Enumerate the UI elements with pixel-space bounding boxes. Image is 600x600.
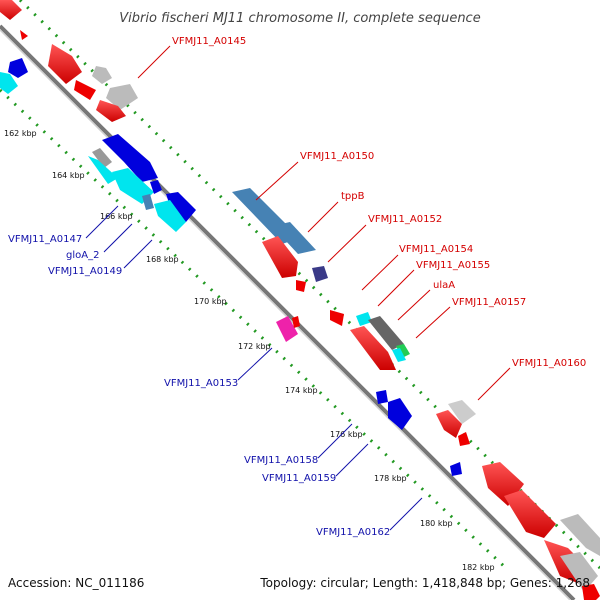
gene-gray-2 [106,84,138,110]
label-a0159: VFMJ11_A0159 [262,473,336,484]
gene-gray-a0160 [448,400,476,424]
gene-cyan-a0149 [154,200,186,232]
gene-darkgray-a0155 [368,316,404,350]
label-tppb: tppB [341,191,365,202]
tick-168: 168 kbp [146,255,179,264]
tick-166: 166 kbp [100,212,133,221]
gene-blue-a0162 [450,462,462,476]
leader-a0149 [123,239,153,269]
label-ulaa: ulaA [433,280,455,291]
gene-navy-a0152 [312,266,328,282]
gene-red-a0153c [292,316,300,328]
gene-gray-a0164 [560,514,600,556]
gene-red-a0145 [48,44,82,84]
leader-ulaa [397,289,431,321]
backbone-inner [0,29,571,600]
leader-a0147 [85,205,119,239]
gene-cyan-gloa [112,168,154,204]
inner-dotted-track [0,88,510,572]
label-gloa: gloA_2 [66,250,99,261]
gene-red-a0146 [96,100,126,122]
gene-blue-a0147 [102,134,158,182]
gene-gray-a0166 [560,552,598,592]
map-title: Vibrio fischeri MJ11 chromosome II, comp… [119,11,480,26]
inner-strand-features [0,58,462,476]
leader-gloa [103,223,133,253]
label-a0154: VFMJ11_A0154 [399,244,473,255]
tick-172: 172 kbp [238,342,271,351]
gene-cyan-a0144b [0,72,18,94]
label-a0147: VFMJ11_A0147 [8,234,82,245]
leader-lines [85,45,511,531]
gene-red-a0167 [582,584,600,600]
gene-red-a0160b [458,432,470,446]
leader-a0158 [317,423,353,459]
leader-a0159 [335,443,369,477]
leader-a0145 [137,45,171,79]
accession-text: Accession: NC_011186 [8,576,144,590]
gene-red-a0159b [436,410,462,438]
label-a0155: VFMJ11_A0155 [416,260,490,271]
gene-blue-a0159 [388,398,412,430]
gene-pink-a0153 [276,316,298,342]
leader-a0154 [361,254,399,291]
label-a0150: VFMJ11_A0150 [300,151,374,162]
gene-blue-a0144 [8,58,28,78]
gene-blue-gloa [150,180,162,194]
gene-red-topleft [0,0,22,20]
kbp-ticks: 162 kbp 164 kbp 166 kbp 168 kbp 170 kbp … [4,129,495,572]
gene-blue-a0158 [376,390,388,404]
summary-text: Topology: circular; Length: 1,418,848 bp… [259,576,590,590]
leader-tppb [307,201,339,233]
outer-labels: VFMJ11_A0145 VFMJ11_A0150 tppB VFMJ11_A0… [172,36,586,369]
label-a0152: VFMJ11_A0152 [368,214,442,225]
backbone-outer [0,24,576,600]
gene-steelblue-tppb [272,222,316,254]
gene-red-a0145b [74,80,96,100]
tick-174: 174 kbp [285,386,318,395]
label-a0158: VFMJ11_A0158 [244,455,318,466]
gene-green-ulaa [396,344,410,358]
tick-176: 176 kbp [330,430,363,439]
gene-red-small [20,30,28,40]
gene-red-a0154b [350,326,396,370]
leader-a0152 [327,224,367,263]
leader-a0162 [389,497,423,531]
tick-170: 170 kbp [194,297,227,306]
tick-178: 178 kbp [374,474,407,483]
gene-red-a0151 [262,236,298,278]
gene-blue-a0149 [166,192,196,222]
leader-a0153 [237,347,273,381]
label-a0160: VFMJ11_A0160 [512,358,586,369]
tick-182: 182 kbp [462,563,495,572]
inner-labels: VFMJ11_A0147 gloA_2 VFMJ11_A0149 VFMJ11_… [8,234,390,538]
gene-gray-a0146 [92,148,112,168]
leader-a0155 [377,269,415,307]
tick-180: 180 kbp [420,519,453,528]
leader-a0160 [477,367,511,401]
gene-cyan-a0147a [88,156,118,184]
gene-red-a0163 [504,490,556,538]
gene-cyan-ulaa [392,348,406,362]
tick-164: 164 kbp [52,171,85,180]
tick-162: 162 kbp [4,129,37,138]
label-a0149: VFMJ11_A0149 [48,266,122,277]
leader-a0157 [415,306,451,339]
gene-steel-a0149b [142,194,154,210]
gene-red-a0153b [330,310,344,326]
gene-gray-1 [92,66,112,84]
leader-a0150 [255,161,299,201]
label-a0153: VFMJ11_A0153 [164,378,238,389]
label-a0157: VFMJ11_A0157 [452,297,526,308]
gene-cyan-a0154 [356,312,372,326]
gene-red-a0151b [296,280,306,292]
label-a0145: VFMJ11_A0145 [172,36,246,47]
label-a0162: VFMJ11_A0162 [316,527,390,538]
